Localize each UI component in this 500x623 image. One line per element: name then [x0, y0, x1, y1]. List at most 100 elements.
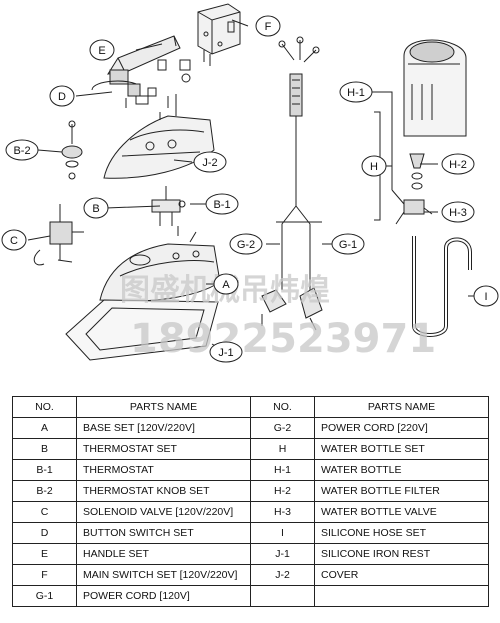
- callout-a-label: A: [222, 279, 230, 291]
- part-no: J-2: [250, 564, 315, 586]
- callout-h1-bubble: [339, 81, 373, 103]
- callout-b-label: B: [92, 203, 99, 215]
- callout-a-bubble: [213, 273, 239, 295]
- callout-e-label: E: [98, 45, 105, 57]
- part-name: SILICONE IRON REST: [314, 543, 489, 565]
- part-name: WATER BOTTLE: [314, 459, 489, 481]
- part-no: H-3: [250, 501, 315, 523]
- part-name: THERMOSTAT KNOB SET: [76, 480, 251, 502]
- callout-c-label: C: [10, 235, 18, 247]
- header-name-left: PARTS NAME: [76, 396, 251, 418]
- callout-b2-bubble: [5, 139, 39, 161]
- water-bottle-part: [403, 39, 467, 137]
- part-no: D: [12, 522, 77, 544]
- part-no: C: [12, 501, 77, 523]
- part-no: G-1: [12, 585, 77, 607]
- callout-d-label: D: [58, 91, 66, 103]
- callout-h3-bubble: [441, 201, 475, 223]
- table-row: B-2 THERMOSTAT KNOB SET H-2 WATER BOTTLE…: [12, 480, 489, 502]
- part-name: COVER: [314, 564, 489, 586]
- part-name: THERMOSTAT: [76, 459, 251, 481]
- part-name: [314, 585, 489, 607]
- table-header-row: NO. PARTS NAME NO. PARTS NAME: [12, 396, 489, 418]
- main-switch-box: [197, 3, 241, 66]
- solenoid-valve-part: [33, 204, 84, 266]
- part-name: HANDLE SET: [76, 543, 251, 565]
- callout-j2-label: J-2: [202, 157, 217, 169]
- callout-c-bubble: [1, 229, 27, 251]
- callout-i-bubble: [473, 285, 499, 307]
- callout-b1-label: B-1: [213, 199, 230, 211]
- part-name: SILICONE HOSE SET: [314, 522, 489, 544]
- table-row: C SOLENOID VALVE [120V/220V] H-3 WATER B…: [12, 501, 489, 523]
- header-no-left: NO.: [12, 396, 77, 418]
- callout-i-label: I: [484, 291, 487, 303]
- iron-rest-part: [65, 299, 219, 361]
- header-no-right: NO.: [250, 396, 315, 418]
- callout-f-label: F: [265, 21, 272, 33]
- part-no: [250, 585, 315, 607]
- callout-j2-bubble: [193, 151, 227, 173]
- thermostat-part: [151, 186, 186, 226]
- power-cord-part: [261, 36, 323, 331]
- callout-b1-bubble: [205, 193, 239, 215]
- handle-part: [107, 35, 191, 85]
- part-name: THERMOSTAT SET: [76, 438, 251, 460]
- callout-g1-bubble: [331, 233, 365, 255]
- callout-g2-bubble: [229, 233, 263, 255]
- table-row: E HANDLE SET J-1 SILICONE IRON REST: [12, 543, 489, 565]
- callout-g2-label: G-2: [237, 239, 255, 251]
- table-row: A BASE SET [120V/220V] G-2 POWER CORD [2…: [12, 417, 489, 439]
- thermostat-knob-part: [61, 120, 83, 180]
- table-row: F MAIN SWITCH SET [120V/220V] J-2 COVER: [12, 564, 489, 586]
- table-row: G-1 POWER CORD [120V]: [12, 585, 489, 607]
- callout-h2-label: H-2: [449, 159, 467, 171]
- part-name: WATER BOTTLE SET: [314, 438, 489, 460]
- callout-g1-label: G-1: [339, 239, 357, 251]
- part-no: B-1: [12, 459, 77, 481]
- part-no: H-2: [250, 480, 315, 502]
- callout-h-bubble: [361, 155, 387, 177]
- parts-table: NO. PARTS NAME NO. PARTS NAME A BASE SET…: [12, 396, 489, 607]
- callout-j1-bubble: [209, 341, 243, 363]
- part-no: H: [250, 438, 315, 460]
- part-no: F: [12, 564, 77, 586]
- header-name-right: PARTS NAME: [314, 396, 489, 418]
- part-no: G-2: [250, 417, 315, 439]
- table-row: D BUTTON SWITCH SET I SILICONE HOSE SET: [12, 522, 489, 544]
- part-no: I: [250, 522, 315, 544]
- part-no: B: [12, 438, 77, 460]
- exploded-parts-diagram: 图盛机械吊炜煌 18922523971 E F D J-2 B-2 B B-1 …: [1, 3, 499, 363]
- callout-b2-label: B-2: [13, 145, 30, 157]
- part-no: J-1: [250, 543, 315, 565]
- part-no: E: [12, 543, 77, 565]
- callout-j1-label: J-1: [218, 347, 233, 359]
- part-name: BUTTON SWITCH SET: [76, 522, 251, 544]
- callout-f-bubble: [255, 15, 281, 37]
- button-switch-part: [91, 80, 177, 108]
- silicone-hose-part: [412, 236, 472, 337]
- bottle-valve-part: [395, 199, 433, 225]
- part-no: H-1: [250, 459, 315, 481]
- table-row: B-1 THERMOSTAT H-1 WATER BOTTLE: [12, 459, 489, 481]
- part-name: WATER BOTTLE FILTER: [314, 480, 489, 502]
- part-name: SOLENOID VALVE [120V/220V]: [76, 501, 251, 523]
- callout-h2-bubble: [441, 153, 475, 175]
- callout-e-bubble: [89, 39, 115, 61]
- part-no: A: [12, 417, 77, 439]
- callout-b-bubble: [83, 197, 109, 219]
- part-name: BASE SET [120V/220V]: [76, 417, 251, 439]
- callout-d-bubble: [49, 85, 75, 107]
- part-name: POWER CORD [120V]: [76, 585, 251, 607]
- cover-part: [103, 104, 215, 179]
- callout-h1-label: H-1: [347, 87, 365, 99]
- bottle-filter-part: [409, 153, 425, 190]
- part-name: MAIN SWITCH SET [120V/220V]: [76, 564, 251, 586]
- callout-h-label: H: [370, 161, 378, 173]
- table-row: B THERMOSTAT SET H WATER BOTTLE SET: [12, 438, 489, 460]
- callout-h3-label: H-3: [449, 207, 467, 219]
- watermark-phone: 18922523971: [130, 316, 436, 362]
- part-name: WATER BOTTLE VALVE: [314, 501, 489, 523]
- part-no: B-2: [12, 480, 77, 502]
- part-name: POWER CORD [220V]: [314, 417, 489, 439]
